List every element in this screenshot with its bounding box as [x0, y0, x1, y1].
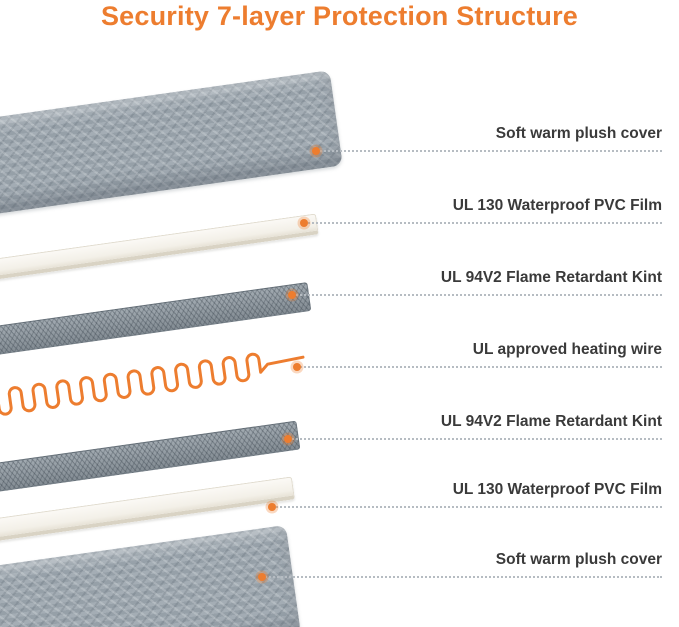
heating-wire-path: [0, 352, 305, 416]
layer-label: UL 94V2 Flame Retardant Kint: [440, 413, 662, 430]
leader-dot: [288, 291, 296, 299]
layer-label: UL 130 Waterproof PVC Film: [452, 197, 662, 214]
leader-dot: [293, 363, 301, 371]
callout-row-2: UL 130 Waterproof PVC Film: [300, 192, 662, 227]
layer-label: Soft warm plush cover: [495, 125, 662, 142]
layer-2-pvc-film: [0, 213, 319, 284]
leader-dot: [284, 435, 292, 443]
layer-label: UL 94V2 Flame Retardant Kint: [440, 269, 662, 286]
layer-label: Soft warm plush cover: [495, 551, 662, 568]
layer-label: UL 130 Waterproof PVC Film: [452, 481, 662, 498]
callout-row-3: UL 94V2 Flame Retardant Kint: [288, 264, 662, 299]
callout-row-5: UL 94V2 Flame Retardant Kint: [284, 408, 662, 443]
leader-dot: [312, 147, 320, 155]
leader-dot: [300, 219, 308, 227]
layer-1-plush-cover: [0, 70, 343, 218]
layer-label: UL approved heating wire: [472, 341, 662, 358]
page-title: Security 7-layer Protection Structure: [100, 1, 579, 31]
callout-row-7: Soft warm plush cover: [258, 546, 662, 581]
leader-dot: [268, 503, 276, 511]
callout-row-4: UL approved heating wire: [293, 336, 662, 371]
layer-7-plush-cover: [0, 524, 302, 627]
heating-wire-svg: [0, 352, 305, 416]
callout-row-1: Soft warm plush cover: [312, 120, 662, 155]
layer-4-heating-wire: [0, 341, 308, 425]
callout-row-6: UL 130 Waterproof PVC Film: [268, 476, 662, 511]
leader-dot: [258, 573, 266, 581]
